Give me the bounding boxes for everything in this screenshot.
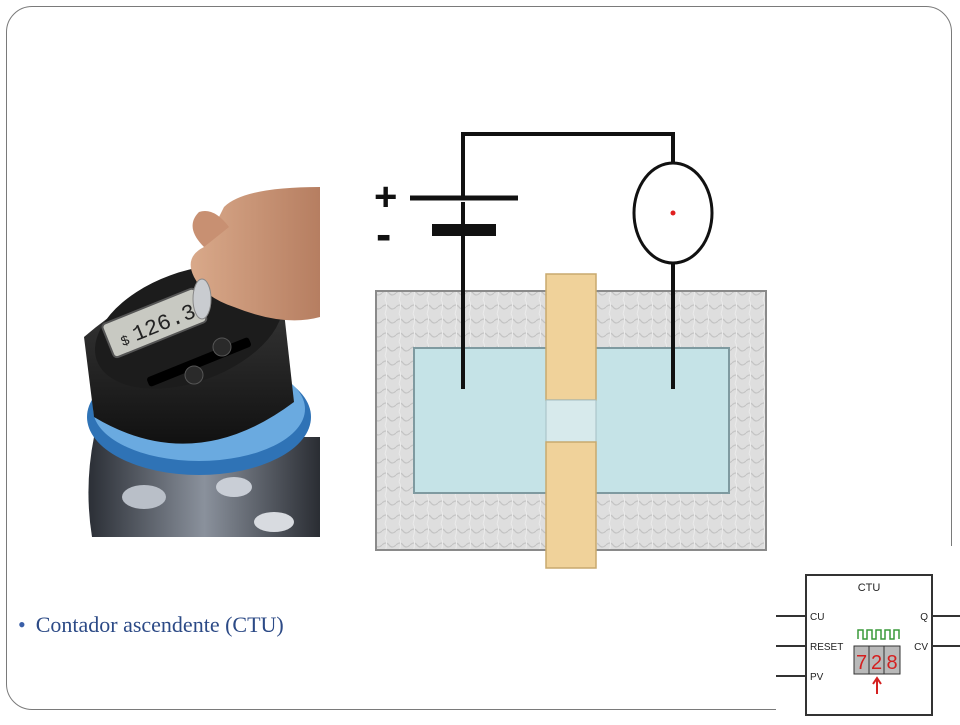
plus-sign: + [374, 175, 397, 219]
ctu-digit: 8 [886, 652, 897, 674]
ctu-output-cv: CV [914, 642, 928, 653]
ctu-input-reset: RESET [810, 642, 843, 653]
ctu-function-block: CTU CU RESET PV Q CV 7 2 8 [776, 546, 960, 720]
separator-gap [545, 399, 597, 443]
bullet-icon: • [18, 612, 26, 637]
separator-bottom [545, 441, 597, 569]
ctu-input-pv: PV [810, 672, 824, 683]
ctu-digit: 7 [856, 652, 867, 674]
coin-bank-photo: $ 126.36 [84, 187, 320, 537]
slide-frame [6, 6, 952, 710]
arrow-up-icon [872, 676, 882, 694]
circuit-diagram: + - [340, 118, 805, 580]
ctu-title: CTU [858, 582, 881, 594]
bullet-item: • Contador ascendente (CTU) [18, 612, 284, 638]
pulse-train-icon [857, 629, 900, 640]
separator-top [545, 273, 597, 401]
ctu-output-q: Q [920, 612, 928, 623]
ctu-digit: 2 [871, 652, 882, 674]
ctu-input-cu: CU [810, 612, 824, 623]
minus-sign: - [376, 208, 391, 260]
bullet-text: Contador ascendente (CTU) [35, 612, 284, 637]
